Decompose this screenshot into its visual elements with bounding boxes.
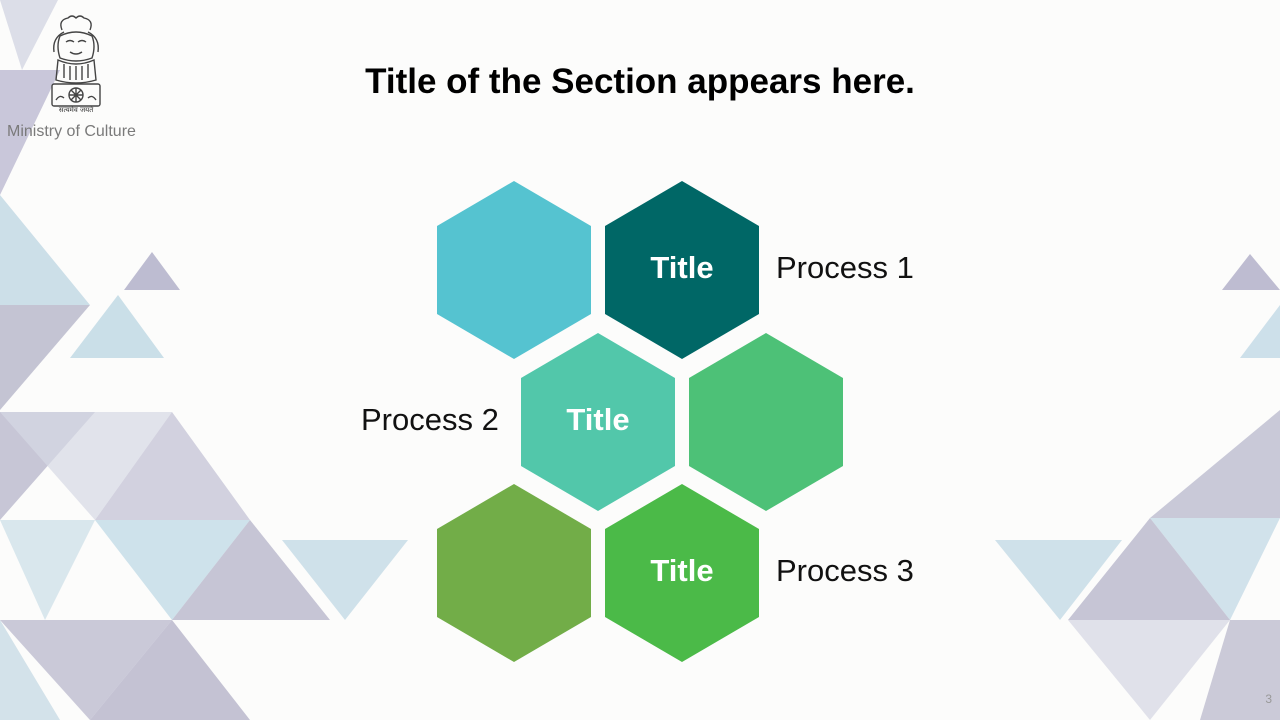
- hexagon-title-2: Title: [566, 402, 630, 437]
- slide-number: 3: [1265, 692, 1272, 706]
- hexagon-4: [689, 333, 843, 511]
- hexagon-3: [521, 333, 675, 511]
- hexagon-title-1: Title: [650, 250, 714, 285]
- hexagon-5: [437, 484, 591, 662]
- hexagon-2: [605, 181, 759, 359]
- national-emblem-icon: [51, 15, 101, 107]
- hexagon-6: [605, 484, 759, 662]
- page-title: Title of the Section appears here.: [365, 62, 915, 101]
- ministry-label: Ministry of Culture: [7, 123, 136, 140]
- process-label-1: Process 1: [776, 250, 914, 285]
- emblem-motto: सत्यमेव जयते: [58, 106, 94, 114]
- hexagon-title-3: Title: [650, 553, 714, 588]
- process-label-2: Process 2: [361, 402, 499, 437]
- hexagon-1: [437, 181, 591, 359]
- process-label-3: Process 3: [776, 553, 914, 588]
